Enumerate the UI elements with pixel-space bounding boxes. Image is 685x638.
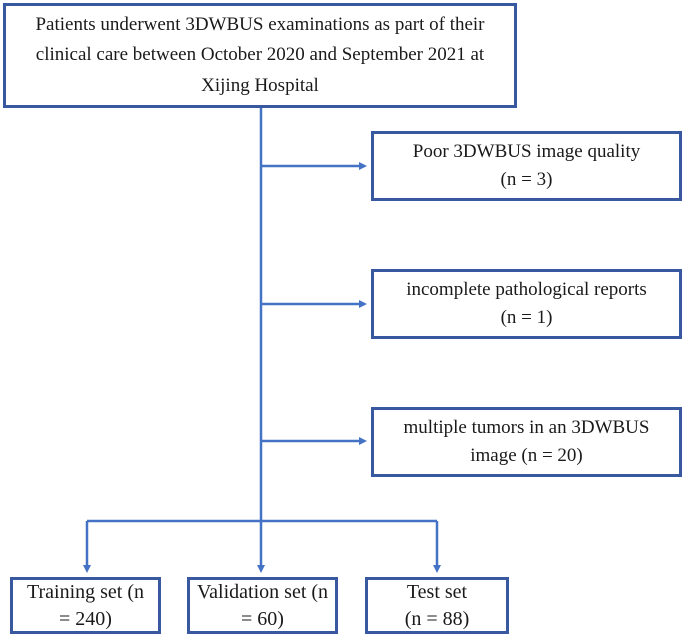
validation-set-box: Validation set (n = 60): [187, 577, 338, 634]
exclusion-box-poor-image-quality: Poor 3DWBUS image quality (n = 3): [371, 131, 682, 201]
test-set-box: Test set (n = 88): [365, 577, 509, 634]
exclusion-box-multiple-tumors: multiple tumors in an 3DWBUS image (n = …: [371, 407, 682, 477]
exclusion-box-incomplete-reports: incomplete pathological reports (n = 1): [371, 269, 682, 339]
training-set-box: Training set (n = 240): [10, 577, 161, 634]
cohort-box: Patients underwent 3DWBUS examinations a…: [3, 3, 517, 108]
